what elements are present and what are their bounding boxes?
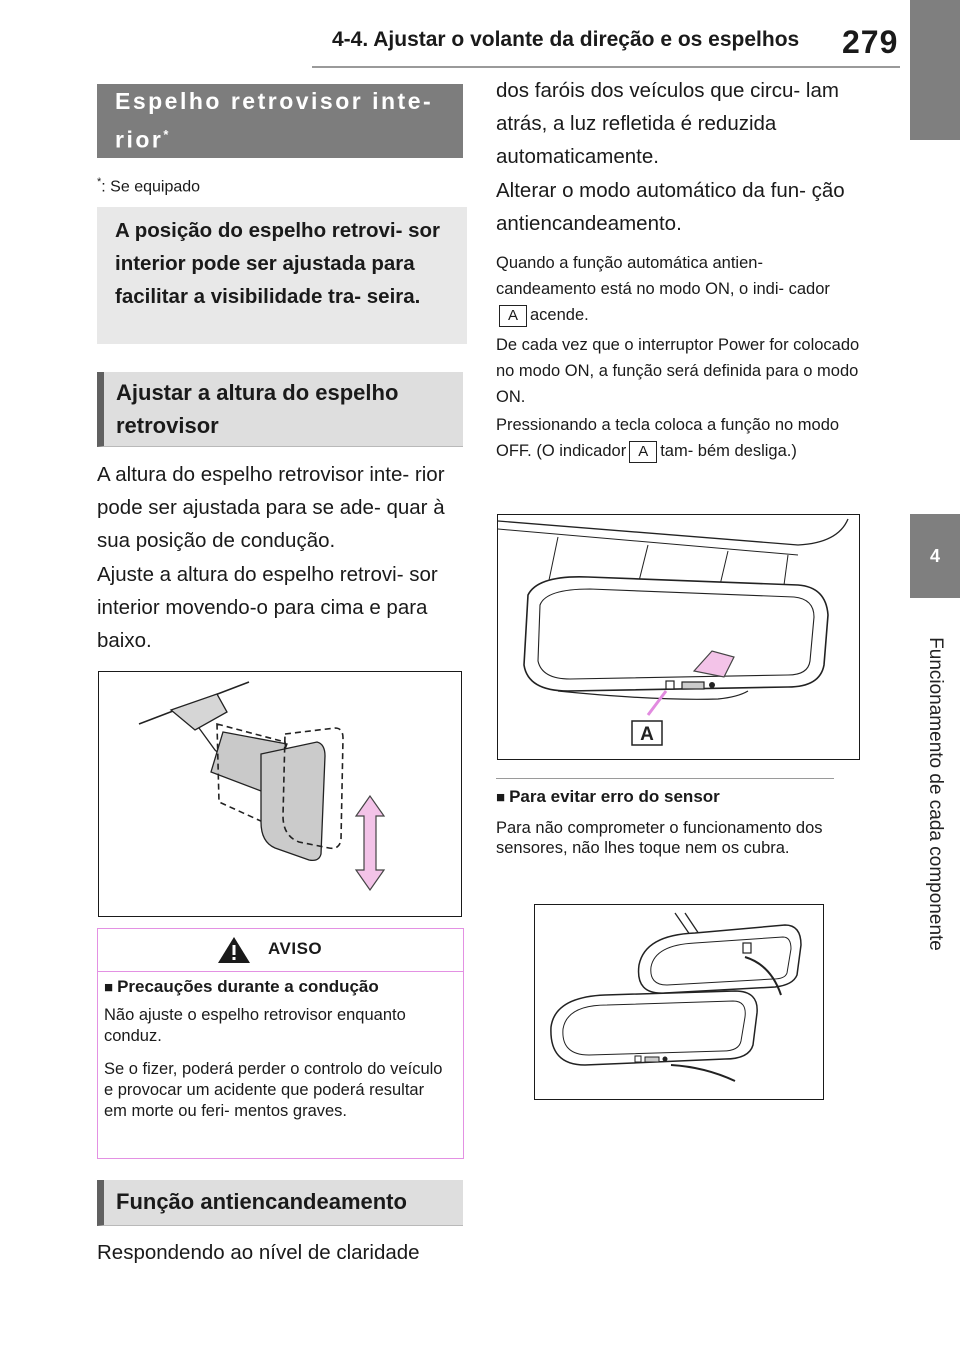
chapter-number-tab: 4: [910, 514, 960, 598]
warning-subtitle-text: Precauções durante a condução: [117, 977, 379, 996]
warning-triangle-icon: [218, 937, 250, 963]
warning-header: AVISO: [98, 929, 463, 972]
side-tab-top: [910, 0, 960, 140]
paragraph-height-instruction: Ajuste a altura do espelho retrovi- sor …: [97, 563, 438, 652]
footnote: *: Se equipado: [97, 176, 200, 196]
warning-label: AVISO: [268, 939, 323, 958]
black-square-bullet-icon: ■: [104, 979, 114, 996]
paragraph-height-intro: A altura do espelho retrovisor inte- rio…: [97, 463, 445, 552]
running-header-title: 4-4. Ajustar o volante da direção e os e…: [332, 28, 800, 51]
warning-subtitle: ■Precauções durante a condução: [104, 977, 379, 997]
note-indicator-on: Quando a função automática antien- cande…: [496, 250, 862, 328]
section-title-line1: Espelho retrovisor inte-: [115, 88, 434, 114]
black-square-bullet-icon: ■: [496, 789, 506, 806]
footnote-mark: *: [97, 176, 102, 188]
section-title-inner-mirror: Espelho retrovisor inte- rior*: [97, 84, 463, 158]
warning-text-2: Se o fizer, poderá perder o controlo do …: [104, 1060, 443, 1120]
header-rule: [312, 66, 900, 68]
figure-mirror-sensors: [534, 904, 824, 1100]
footnote-text: : Se equipado: [101, 178, 201, 196]
chapter-title: Funcionamento de cada componente: [925, 637, 946, 951]
note-indicator-on-end: acende.: [530, 306, 589, 324]
note-button-off-text: Pressionando a tecla coloca a função no …: [496, 416, 840, 460]
indicator-label-box: A: [499, 304, 527, 327]
anti-glare-mirror-illustration: A: [498, 518, 849, 746]
section-title-asterisk: *: [163, 127, 169, 142]
figure-callout-label: A: [640, 724, 654, 745]
mirror-height-illustration: [138, 681, 386, 892]
section-title-anti-glare: Função antiencandeamento: [97, 1180, 463, 1226]
chapter-title-tab: Funcionamento de cada componente: [910, 598, 960, 990]
note-indicator-on-text: Quando a função automática antien- cande…: [496, 254, 830, 298]
subsection-sensor-text: Para não comprometer o funcionamento dos…: [496, 819, 823, 857]
indicator-label-box-2: A: [629, 440, 658, 463]
page-number: 279: [842, 24, 899, 60]
subsection-sensor-title-text: Para evitar erro do sensor: [509, 787, 720, 806]
subsection-sensor-title: ■Para evitar erro do sensor: [496, 787, 720, 807]
note-power-switch: De cada vez que o interruptor Power for …: [496, 336, 860, 406]
figure-mirror-height: [98, 671, 462, 917]
subsection-rule: [496, 778, 834, 779]
mirror-sensors-illustration: [550, 912, 802, 1082]
paragraph-anti-glare-start: Respondendo ao nível de claridade: [97, 1241, 420, 1264]
warning-box: AVISO ■Precauções durante a condução Não…: [97, 928, 464, 1159]
figure-anti-glare-mirror: A: [497, 514, 860, 760]
note-button-off-end: tam- bém desliga.): [660, 442, 797, 460]
section-title-height-adjust: Ajustar a altura do espelho retrovisor: [97, 372, 463, 447]
section-title-line2: rior: [115, 126, 164, 153]
note-button-off: Pressionando a tecla coloca a função no …: [496, 412, 862, 464]
summary-box: A posição do espelho retrovi- sor interi…: [97, 207, 467, 344]
warning-text-1: Não ajuste o espelho retrovisor enquanto…: [104, 1006, 406, 1045]
paragraph-anti-glare-continued: dos faróis dos veículos que circu- lam a…: [496, 79, 839, 168]
paragraph-change-mode: Alterar o modo automático da fun- ção an…: [496, 179, 845, 235]
